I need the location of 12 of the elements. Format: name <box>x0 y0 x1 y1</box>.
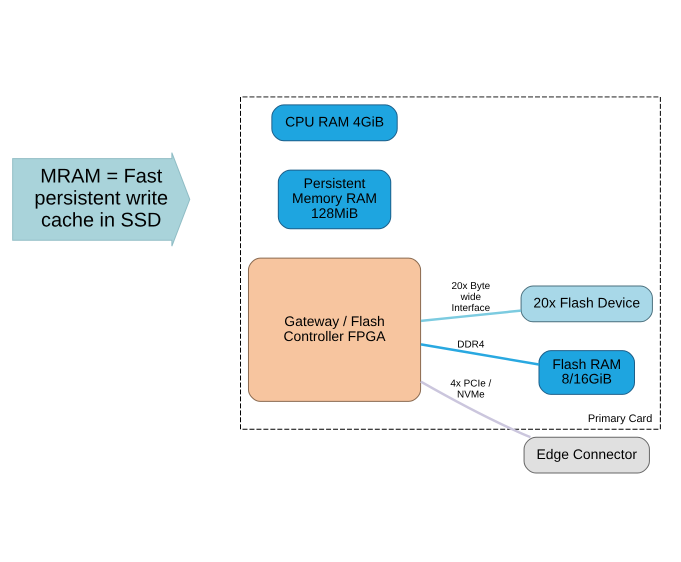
node-box: Edge Connector <box>524 436 650 474</box>
connector <box>420 343 540 366</box>
node-box: Persistent Memory RAM 128MiB <box>278 170 392 230</box>
edge-label: 20x Byte wide Interface <box>452 280 490 314</box>
edge-label: 4x PCIe / NVMe <box>450 378 492 400</box>
connector <box>420 380 531 438</box>
edge-label: DDR4 <box>457 340 484 351</box>
node-box: Flash RAM 8/16GiB <box>538 350 635 395</box>
node-box: CPU RAM 4GiB <box>271 104 398 142</box>
node-box: Gateway / Flash Controller FPGA <box>248 258 422 402</box>
connector <box>420 309 521 322</box>
node-box: 20x Flash Device <box>520 285 653 322</box>
